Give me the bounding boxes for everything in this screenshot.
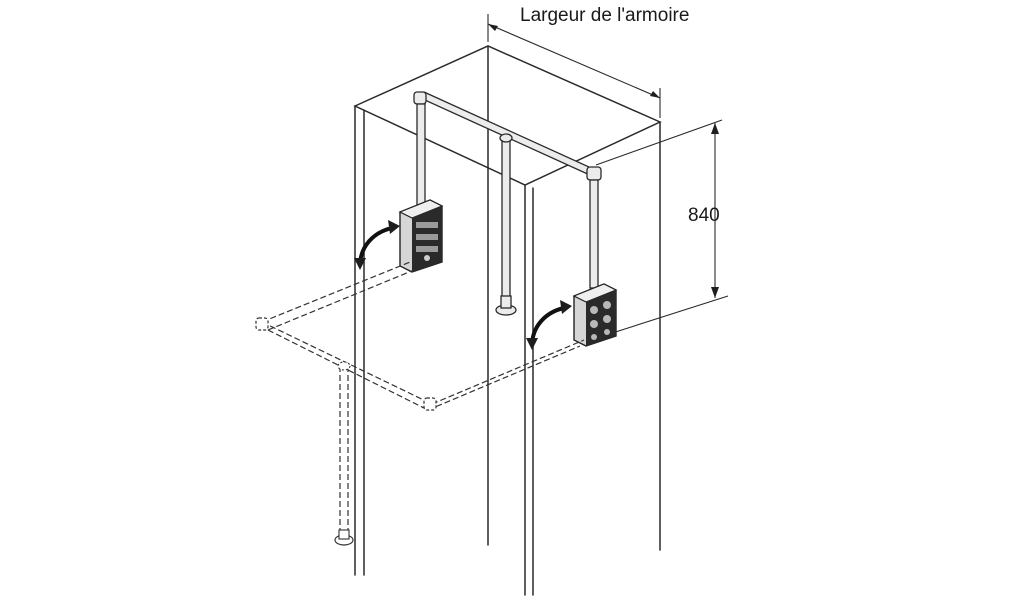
rotation-arrow-left <box>354 220 400 270</box>
cabinet-width-label: Largeur de l'armoire <box>520 5 690 26</box>
right-spring-box <box>572 283 618 347</box>
lift-mechanism <box>413 91 602 316</box>
width-dimension <box>487 14 661 118</box>
lowered-position-dashed <box>255 261 585 546</box>
rotation-arrow-right <box>526 300 572 350</box>
height-dimension <box>595 119 729 336</box>
height-dimension-label: 840 <box>688 205 720 226</box>
left-spring-box <box>398 199 444 273</box>
